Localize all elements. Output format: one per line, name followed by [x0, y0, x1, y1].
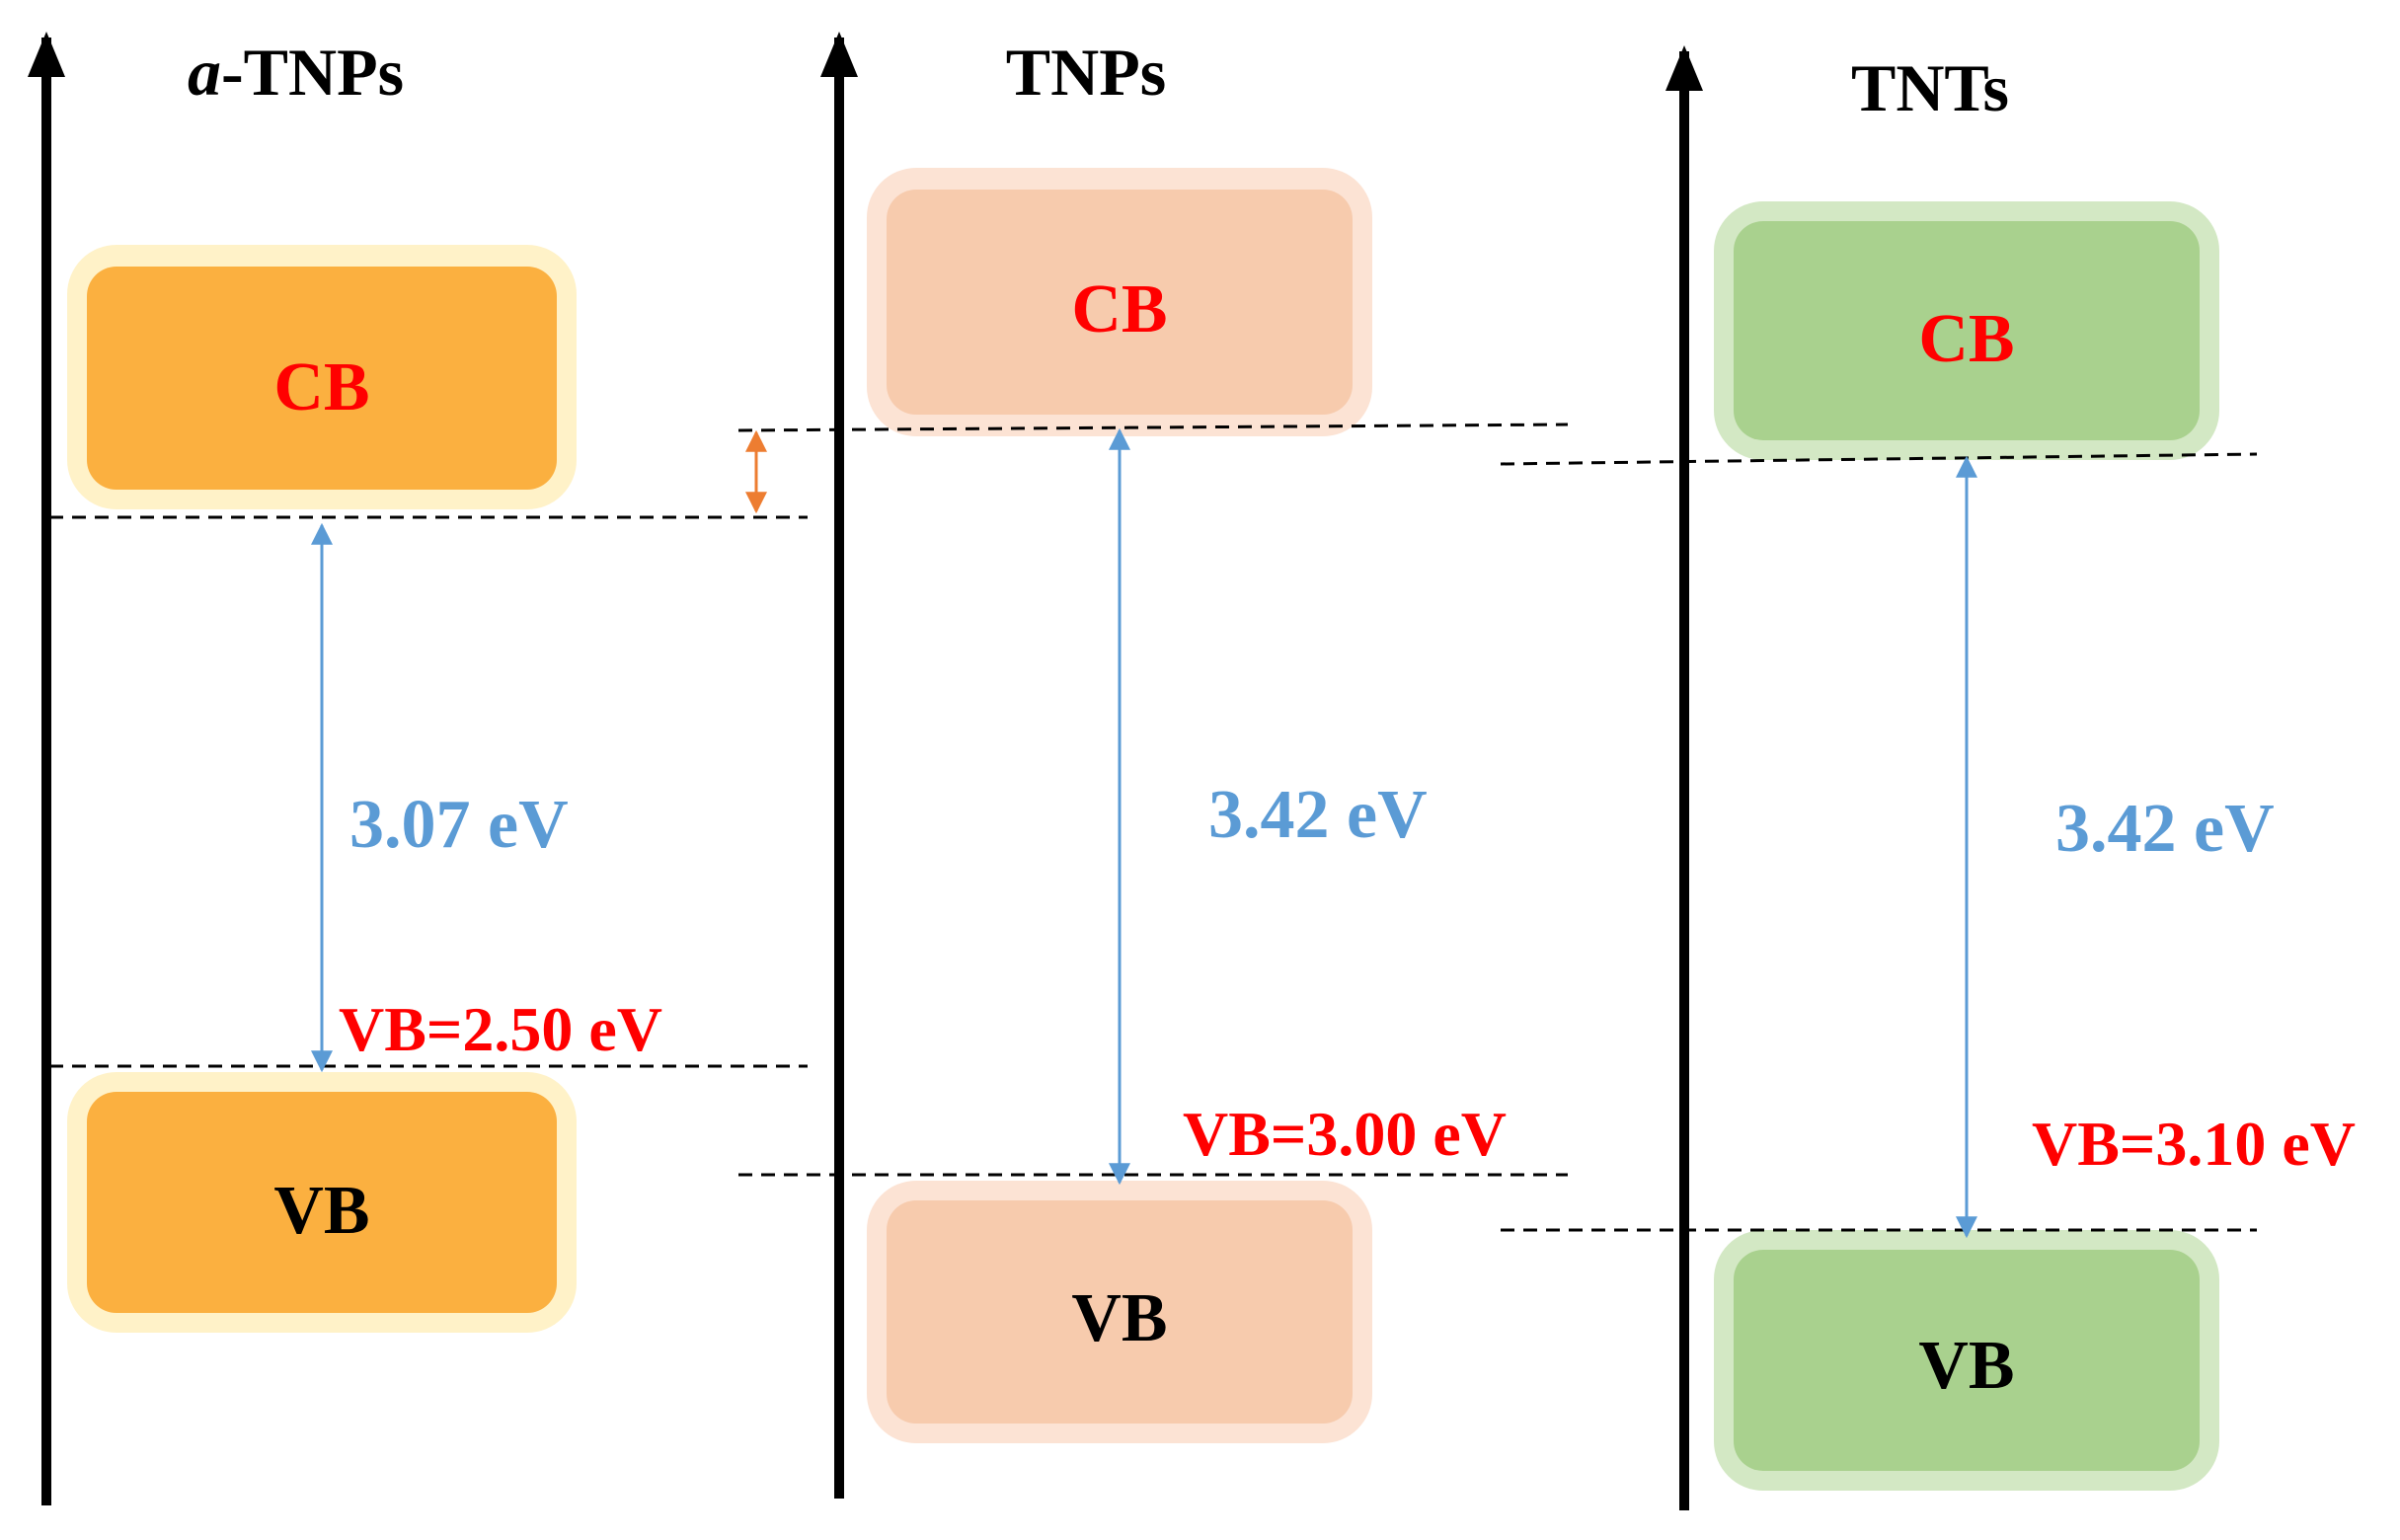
up-arrow-icon — [820, 32, 858, 77]
cb-band — [887, 190, 1353, 415]
up-arrow-icon — [28, 32, 65, 77]
band-gap-label: 3.07 eV — [349, 787, 569, 863]
vb-band — [887, 1200, 1353, 1424]
cb-band — [1734, 221, 2200, 440]
vb-value-label: VB=2.50 eV — [339, 994, 662, 1064]
vb-band — [87, 1092, 557, 1313]
vb-label: VB — [273, 1173, 369, 1249]
band-gap-label: 3.42 eV — [1208, 777, 1428, 853]
panel-tnps: TNPs CB VB 3.42 eV VB=3.00 eV — [737, 32, 1569, 1499]
cb-label: CB — [1071, 271, 1167, 347]
up-arrow-icon — [1665, 45, 1703, 91]
panel-a-tnps: a-TNPs CB VB 3.07 eV VB=2.50 eV — [28, 32, 808, 1505]
vb-label: VB — [1071, 1280, 1167, 1356]
vb-value-label: VB=3.00 eV — [1183, 1099, 1507, 1169]
cb-label: CB — [273, 349, 369, 425]
vb-label: VB — [1918, 1328, 2014, 1404]
panel-title: a-TNPs — [188, 35, 404, 110]
panel-title: TNPs — [1006, 35, 1166, 110]
vb-value-label: VB=3.10 eV — [2032, 1109, 2356, 1179]
cb-band — [87, 267, 557, 490]
band-gap-label: 3.42 eV — [2055, 791, 2275, 867]
panel-title: TNTs — [1851, 50, 2009, 125]
vb-band — [1734, 1250, 2200, 1471]
cb-edge-line — [737, 423, 1569, 432]
panel-tnts: TNTs CB VB 3.42 eV VB=3.10 eV — [1500, 45, 2356, 1510]
cb-label: CB — [1918, 301, 2014, 377]
cb-edge-line — [1500, 452, 2258, 466]
